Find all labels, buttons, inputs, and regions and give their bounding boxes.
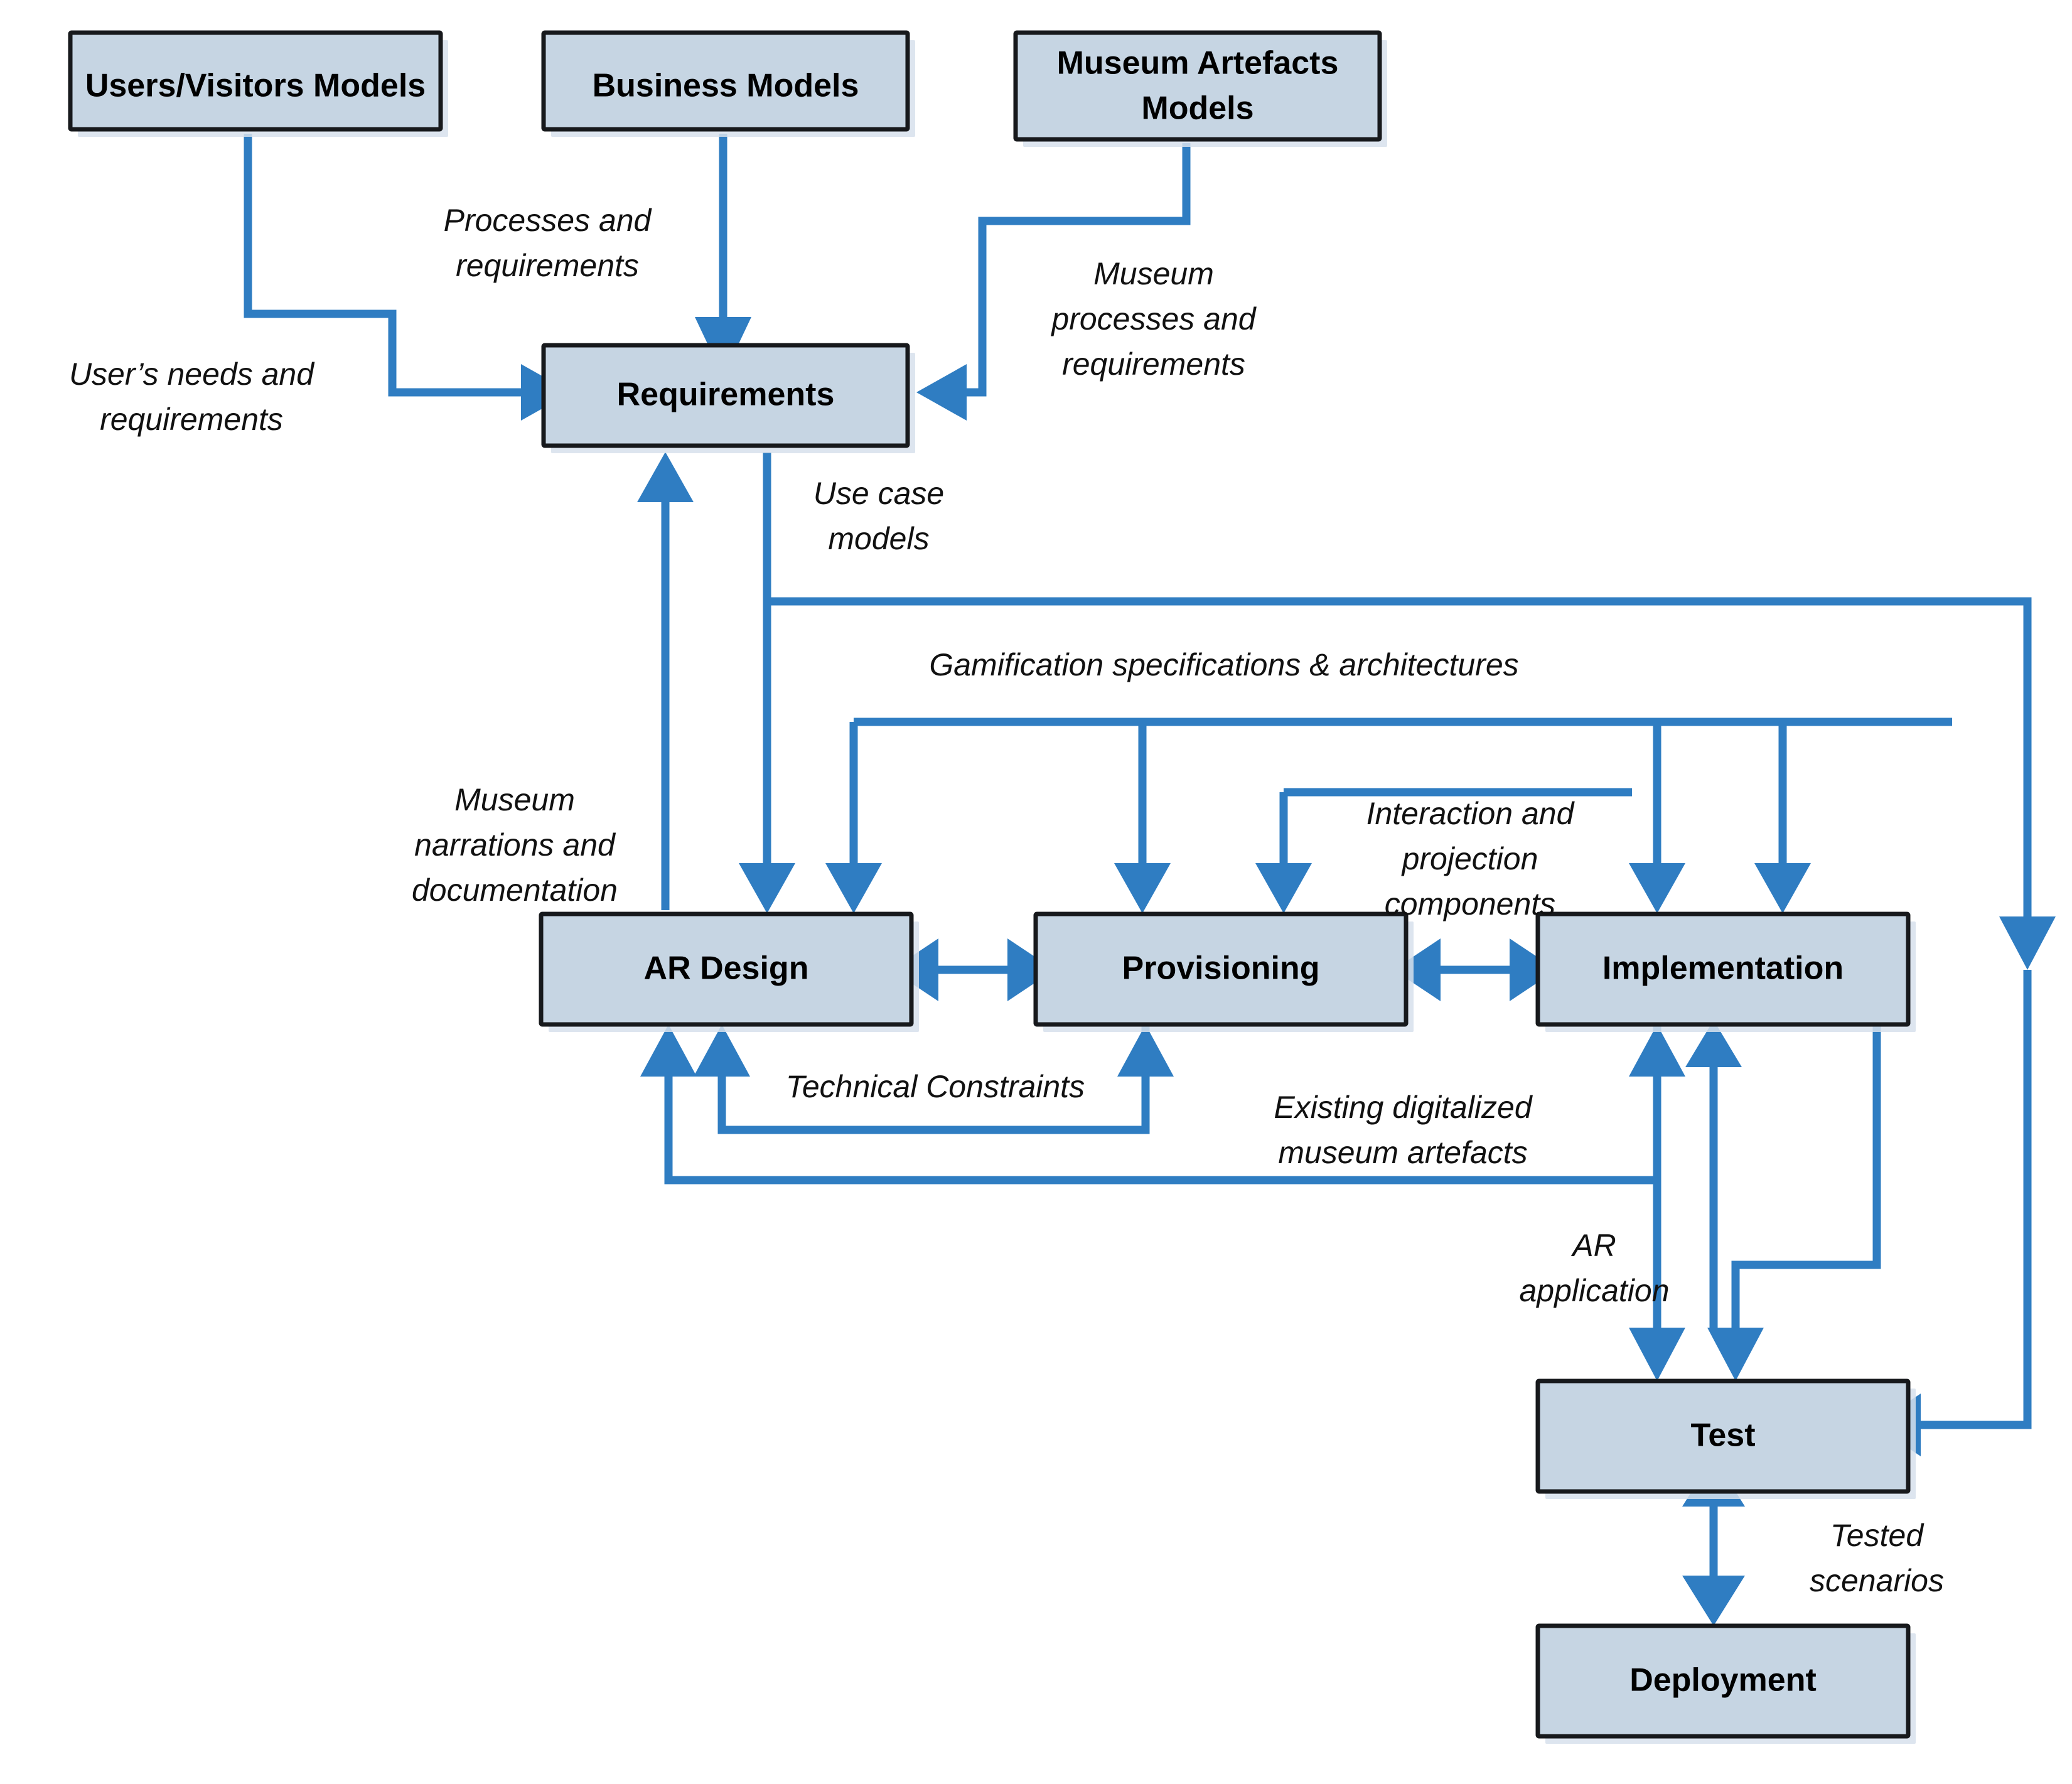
- node-label-deployment: Deployment: [1629, 1662, 1817, 1699]
- edge-label-use-case-models: Use case models: [813, 476, 944, 556]
- edge-label-museum-processes: Museum processes and requirements: [1050, 256, 1257, 382]
- node-museum-artefacts-models[interactable]: Museum Artefacts Models: [1013, 30, 1387, 147]
- svg-text:documentation: documentation: [412, 873, 618, 908]
- node-business-models[interactable]: Business Models: [541, 30, 915, 137]
- svg-text:Gamification specifications &: Gamification specifications & architectu…: [929, 647, 1518, 682]
- svg-text:Technical Constraints: Technical Constraints: [786, 1069, 1085, 1104]
- node-label-implementation: Implementation: [1602, 950, 1844, 987]
- svg-text:narrations and: narrations and: [414, 827, 616, 862]
- svg-text:Museum: Museum: [1093, 256, 1214, 291]
- connector-interaction-projection: [1255, 788, 1632, 913]
- connector-gamification-bus: [767, 597, 2056, 970]
- edge-label-tested-scenarios: Tested scenarios: [1810, 1518, 1944, 1598]
- svg-text:models: models: [828, 521, 929, 556]
- node-label-test: Test: [1690, 1417, 1755, 1454]
- nodes: Users/Visitors Models Business Models Mu…: [68, 30, 1916, 1744]
- edge-labels: User’s needs and requirements Processes …: [69, 203, 1944, 1598]
- connector-business-to-requirements: [695, 134, 751, 377]
- svg-text:Museum: Museum: [454, 782, 575, 817]
- svg-text:processes and: processes and: [1050, 301, 1257, 336]
- edge-label-interaction-projection: Interaction and projection components: [1366, 796, 1575, 922]
- node-users-visitors-models[interactable]: Users/Visitors Models: [68, 30, 448, 137]
- node-requirements[interactable]: Requirements: [541, 343, 915, 453]
- edge-label-gamification: Gamification specifications & architectu…: [929, 647, 1518, 682]
- connector-technical-constraints: [694, 1024, 1174, 1134]
- node-label-museum-artefacts-models-line2: Models: [1141, 90, 1253, 127]
- connector-right-rail-to-test: [1707, 916, 1881, 1381]
- svg-text:application: application: [1519, 1273, 1669, 1308]
- svg-text:Use case: Use case: [813, 476, 944, 511]
- svg-text:User’s needs and: User’s needs and: [69, 357, 315, 392]
- connector-ar-application-implementation-to-test: [1629, 1067, 1685, 1381]
- svg-text:projection: projection: [1401, 841, 1538, 876]
- node-implementation[interactable]: Implementation: [1535, 911, 1916, 1032]
- svg-text:Tested: Tested: [1830, 1518, 1924, 1553]
- edge-label-museum-narrations: Museum narrations and documentation: [412, 782, 618, 908]
- svg-text:requirements: requirements: [100, 402, 283, 437]
- node-deployment[interactable]: Deployment: [1535, 1623, 1916, 1744]
- connector-test-to-implementation: [1685, 1020, 1742, 1328]
- svg-text:Processes and: Processes and: [444, 203, 653, 238]
- edge-label-technical-constraints: Technical Constraints: [786, 1069, 1085, 1104]
- edge-label-processes-requirements: Processes and requirements: [444, 203, 653, 283]
- connector-provisioning-implementation: [1393, 938, 1557, 1001]
- node-label-users-visitors-models: Users/Visitors Models: [85, 68, 426, 104]
- node-label-ar-design: AR Design: [644, 950, 809, 987]
- svg-text:components: components: [1385, 886, 1555, 922]
- connectors: [244, 134, 2056, 1626]
- node-label-provisioning: Provisioning: [1122, 950, 1320, 987]
- node-label-museum-artefacts-models-line1: Museum Artefacts: [1057, 45, 1339, 82]
- connector-museum-artefacts-to-requirements: [916, 143, 1191, 421]
- edge-label-users-needs: User’s needs and requirements: [69, 357, 315, 437]
- connector-requirements-to-ar-design: [739, 452, 795, 913]
- svg-text:Interaction and: Interaction and: [1366, 796, 1575, 831]
- svg-text:Existing digitalized: Existing digitalized: [1274, 1090, 1533, 1125]
- svg-text:requirements: requirements: [1062, 347, 1245, 382]
- node-label-requirements: Requirements: [617, 377, 835, 413]
- node-label-business-models: Business Models: [593, 68, 859, 104]
- node-provisioning[interactable]: Provisioning: [1033, 911, 1414, 1032]
- connector-ar-design-to-requirements: [637, 452, 694, 910]
- node-ar-design[interactable]: AR Design: [539, 911, 919, 1032]
- svg-text:museum artefacts: museum artefacts: [1278, 1135, 1527, 1170]
- svg-text:requirements: requirements: [456, 248, 639, 283]
- node-test[interactable]: Test: [1535, 1378, 1916, 1499]
- edge-label-ar-application: AR application: [1519, 1228, 1669, 1308]
- svg-text:AR: AR: [1570, 1228, 1616, 1263]
- svg-text:scenarios: scenarios: [1810, 1563, 1944, 1598]
- edge-label-existing-digitalized: Existing digitalized museum artefacts: [1274, 1090, 1533, 1170]
